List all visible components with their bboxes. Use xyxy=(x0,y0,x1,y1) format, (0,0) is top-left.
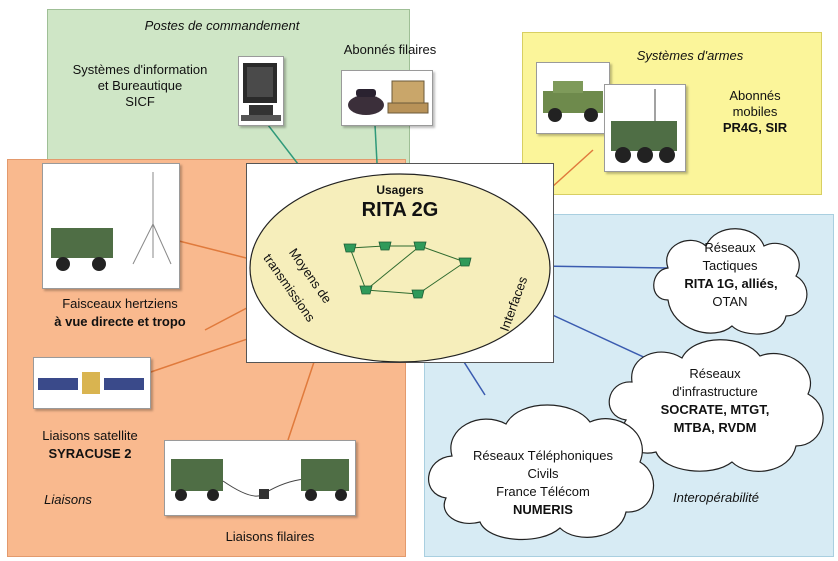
infrastructure-line3: SOCRATE, MTGT, xyxy=(660,402,770,417)
rita-2g-label: RITA 2G xyxy=(361,199,439,221)
tactiques-line1: Réseaux xyxy=(704,240,756,255)
tactiques-line4: OTAN xyxy=(712,294,748,309)
cloud-infrastructure-shape xyxy=(608,339,824,472)
civils-line3: France Télécom xyxy=(496,484,590,499)
abonnes-filaires-label: Abonnés filaires xyxy=(343,42,437,57)
telephone-laptop-icon xyxy=(348,80,429,115)
computer-icon xyxy=(241,63,281,121)
satellite-line2: SYRACUSE 2 xyxy=(48,446,132,461)
computer-terminal-photo xyxy=(238,56,284,126)
civils-line2: Civils xyxy=(527,466,559,481)
interop-title: Interopérabilité xyxy=(673,490,759,505)
tactiques-line3: RITA 1G, alliés, xyxy=(684,276,778,291)
satellite-line1: Liaisons satellite xyxy=(42,428,138,443)
faisceaux-line2: à vue directe et tropo xyxy=(54,314,186,329)
commandement-title: Postes de commandement xyxy=(144,18,300,33)
cable-trucks-icon xyxy=(171,459,349,501)
armored-truck-photo xyxy=(604,84,686,172)
liaisons-title: Liaisons xyxy=(44,492,92,507)
network-graph xyxy=(349,245,466,295)
infrastructure-line2: d'infrastructure xyxy=(672,384,758,399)
sicf-line3: SICF xyxy=(125,94,155,109)
jeep-photo xyxy=(536,62,610,134)
rita-ellipse xyxy=(249,173,551,363)
cloud-tactiques-shape xyxy=(653,228,808,335)
armes-title: Systèmes d'armes xyxy=(636,48,744,63)
phone-and-laptop-photo xyxy=(341,70,433,126)
liaisons-filaires-photo xyxy=(164,440,356,516)
cloud-civils-shape xyxy=(428,404,655,541)
armes-line1: Abonnés xyxy=(729,88,781,103)
tactiques-line2: Tactiques xyxy=(702,258,758,273)
faisceaux-line1: Faisceaux hertziens xyxy=(62,296,178,311)
network-nodes xyxy=(343,241,472,299)
armes-line3: PR4G, SIR xyxy=(722,120,788,135)
satellite-photo xyxy=(33,357,151,409)
liaisons-filaires-label: Liaisons filaires xyxy=(225,529,315,544)
satellite-icon xyxy=(38,372,144,394)
civils-line4: NUMERIS xyxy=(513,502,573,517)
jeep-icon xyxy=(543,81,603,122)
armes-line2: mobiles xyxy=(732,104,778,119)
link-tactiques xyxy=(537,265,669,269)
military-truck-icon xyxy=(611,89,677,163)
link-satellite xyxy=(144,333,263,375)
sicf-line1: Systèmes d'information xyxy=(72,62,208,77)
link-filaires xyxy=(287,361,315,441)
civils-line1: Réseaux Téléphoniques xyxy=(473,448,613,463)
faisceaux-hertziens-photo xyxy=(42,163,180,289)
usagers-label: Usagers xyxy=(376,183,424,197)
sicf-line2: et Bureautique xyxy=(97,78,183,93)
radio-relay-truck-icon xyxy=(51,172,172,271)
infrastructure-line4: MTBA, RVDM xyxy=(673,420,757,435)
infrastructure-line1: Réseaux xyxy=(689,366,741,381)
